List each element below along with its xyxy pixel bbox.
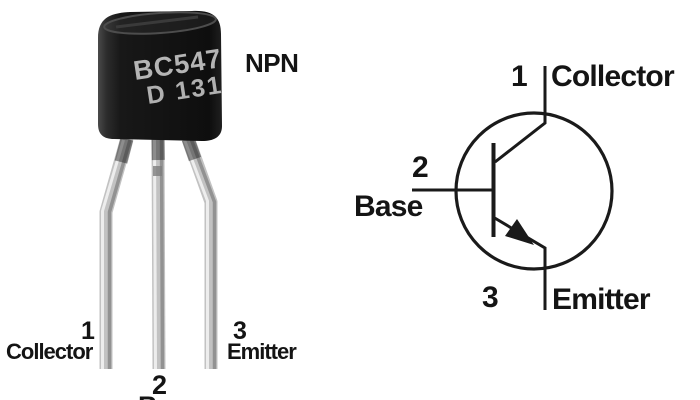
emitter-leg — [181, 135, 218, 369]
symbol-collector-lead — [494, 66, 547, 164]
symbol-pin3-number: 3 — [482, 281, 499, 314]
transistor-body: BC547 D 131 — [98, 10, 225, 141]
photo-pin3-number: 3 — [233, 317, 247, 345]
npn-symbol — [412, 66, 614, 310]
photo-pin1-name: Collector — [6, 339, 93, 364]
base-leg — [151, 138, 166, 370]
collector-leg — [99, 136, 134, 369]
symbol-emitter-lead — [492, 215, 547, 310]
transistor-type-label: NPN — [245, 48, 299, 78]
photo-pin2-name: Base — [138, 393, 201, 400]
symbol-pin3-name: Emitter — [552, 283, 651, 316]
photo-pin3-name: Emitter — [227, 339, 297, 364]
symbol-pin2-number: 2 — [412, 151, 429, 184]
photo-pin1-number: 1 — [81, 317, 95, 345]
photo-pin2-number: 2 — [152, 370, 167, 400]
emitter-arrow-icon — [505, 219, 534, 245]
symbol-pin1-number: 1 — [511, 60, 528, 93]
symbol-pin2-name: Base — [354, 190, 423, 223]
symbol-pin1-name: Collector — [551, 60, 675, 93]
transistor-leads — [99, 135, 218, 370]
